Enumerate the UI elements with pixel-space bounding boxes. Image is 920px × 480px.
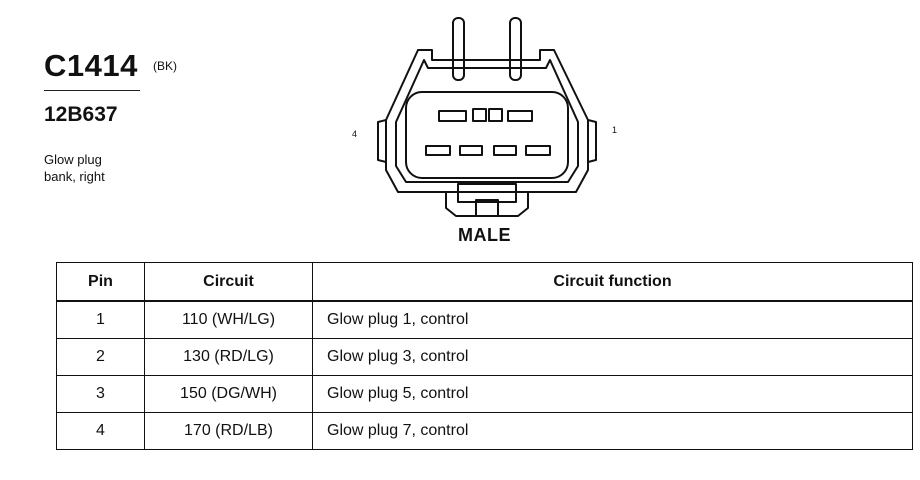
cell-function: Glow plug 3, control — [312, 338, 913, 376]
cell-function: Glow plug 1, control — [312, 300, 913, 339]
terminal-blade-left — [452, 17, 465, 81]
cell-circuit: 170 (RD/LB) — [144, 412, 313, 450]
table-header-row: Pin Circuit Circuit function — [56, 262, 913, 302]
pin-table: Pin Circuit Circuit function 1 110 (WH/L… — [56, 262, 913, 450]
latch-right — [587, 119, 597, 163]
pin-label-left: 4 — [352, 129, 358, 139]
cell-circuit: 110 (WH/LG) — [144, 300, 313, 339]
header-circuit-function: Circuit function — [312, 262, 913, 302]
cell-pin: 3 — [56, 375, 145, 413]
pin-slot — [525, 145, 551, 156]
connector-shell-inner — [395, 59, 579, 183]
locking-tab-key — [475, 199, 499, 217]
latch-left — [377, 119, 387, 163]
table-row: 1 110 (WH/LG) Glow plug 1, control — [56, 300, 913, 339]
connector-diagram — [377, 17, 597, 217]
cell-pin: 1 — [56, 300, 145, 339]
pin-slot — [507, 110, 533, 122]
cell-circuit: 150 (DG/WH) — [144, 375, 313, 413]
pin-slot — [472, 108, 487, 122]
terminal-blade-right — [509, 17, 522, 81]
locking-tab-body — [457, 183, 517, 203]
pin-slot — [493, 145, 517, 156]
cell-function: Glow plug 5, control — [312, 375, 913, 413]
pin-cavity-frame — [405, 91, 569, 179]
header-circuit: Circuit — [144, 262, 313, 302]
header-divider — [44, 90, 140, 91]
table-row: 3 150 (DG/WH) Glow plug 5, control — [56, 375, 913, 413]
header-pin: Pin — [56, 262, 145, 302]
pin-slot — [425, 145, 451, 156]
connector-color: (BK) — [153, 59, 177, 73]
part-number: 12B637 — [44, 103, 118, 126]
pin-slot — [488, 108, 503, 122]
description-line-1: Glow plug — [44, 152, 102, 167]
cell-circuit: 130 (RD/LG) — [144, 338, 313, 376]
pin-slot — [438, 110, 467, 122]
table-row: 4 170 (RD/LB) Glow plug 7, control — [56, 412, 913, 450]
cell-function: Glow plug 7, control — [312, 412, 913, 450]
pin-slot — [459, 145, 483, 156]
pin-label-right: 1 — [612, 125, 618, 135]
table-row: 2 130 (RD/LG) Glow plug 3, control — [56, 338, 913, 376]
description-line-2: bank, right — [44, 169, 105, 184]
connector-id: C1414 — [44, 48, 138, 83]
cell-pin: 4 — [56, 412, 145, 450]
view-label: MALE — [458, 225, 511, 245]
cell-pin: 2 — [56, 338, 145, 376]
